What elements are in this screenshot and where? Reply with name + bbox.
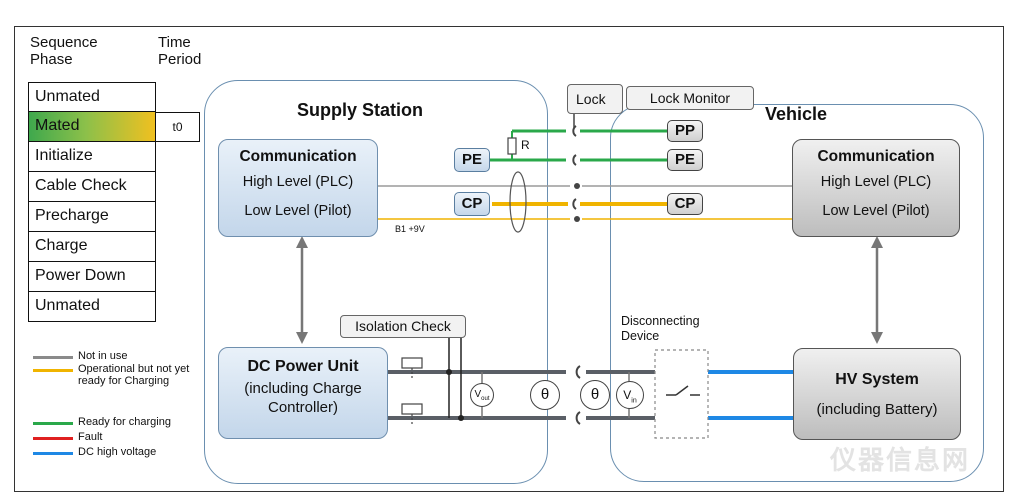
supply-high-level-label: High Level (PLC): [242, 174, 354, 190]
legend-label: Operational but not yet ready for Chargi…: [78, 363, 190, 387]
hv-system-box: HV System (including Battery): [793, 348, 961, 440]
vehicle-high-level-label: High Level (PLC): [820, 174, 932, 190]
resistor-symbol: [507, 137, 517, 155]
phase-row: Unmated: [28, 292, 156, 322]
supply-station-outline: [204, 80, 548, 484]
supply-cp-pin: CP: [454, 192, 490, 216]
isolation-check-label: Isolation Check: [340, 315, 466, 338]
connector-cp: [572, 198, 577, 210]
cable-bundle-ellipse: [509, 171, 527, 233]
sequence-table: Unmated Mated Initialize Cable Check Pre…: [28, 82, 156, 322]
phase-row: Cable Check: [28, 172, 156, 202]
dc-power-unit-subtitle-2: Controller): [267, 399, 339, 416]
contactor-minus: [401, 403, 423, 415]
contactor-plus: [401, 357, 423, 369]
connector-plc: [574, 183, 580, 189]
time-period-header: Time Period: [158, 34, 202, 68]
vehicle-cp-pin: CP: [667, 193, 703, 215]
connector-pe: [572, 154, 577, 166]
supply-pe-pin: PE: [454, 148, 490, 172]
legend-swatch-fault: [33, 437, 73, 440]
vehicle-low-level-label: Low Level (Pilot): [822, 203, 930, 219]
legend-label: DC high voltage: [78, 446, 157, 458]
pilot-voltage-note: B1 +9V: [395, 224, 425, 234]
legend-label: Not in use: [78, 350, 128, 362]
vout-meter-sub: out: [481, 396, 490, 402]
theta-sensor-supply: θ: [530, 380, 560, 410]
dc-power-unit-subtitle: (including Charge: [244, 380, 362, 397]
supply-communication-title: Communication: [239, 148, 357, 165]
dc-connector-minus: [575, 411, 581, 425]
phase-row: Initialize: [28, 142, 156, 172]
vehicle-title: Vehicle: [765, 104, 828, 124]
vin-meter: Vin: [616, 381, 644, 409]
phase-row: Power Down: [28, 262, 156, 292]
supply-low-level-label: Low Level (Pilot): [244, 203, 352, 219]
legend-swatch-not-in-use: [33, 356, 73, 359]
watermark-text: 仪器信息网: [830, 445, 971, 475]
vout-meter-label: V: [474, 389, 482, 400]
legend-label: Ready for charging: [78, 416, 171, 428]
vehicle-outline: [610, 104, 984, 482]
legend-swatch-operational: [33, 369, 73, 372]
lock-label: Lock: [567, 84, 623, 114]
connector-pp: [572, 125, 577, 137]
vehicle-communication-title: Communication: [817, 148, 935, 165]
vin-meter-label: V: [623, 388, 632, 402]
phase-row: Precharge: [28, 202, 156, 232]
phase-row-active: Mated: [28, 112, 156, 142]
disconnecting-device-box: [654, 349, 709, 439]
disconnecting-device-label: Disconnecting Device: [621, 314, 700, 343]
hv-system-title: HV System: [835, 371, 919, 388]
supply-station-title: Supply Station: [297, 100, 423, 120]
vout-meter: Vout: [470, 383, 494, 407]
lock-monitor-label: Lock Monitor: [626, 86, 754, 110]
vehicle-pe-pin: PE: [667, 149, 703, 171]
vehicle-communication-box: Communication High Level (PLC) Low Level…: [792, 139, 960, 237]
vehicle-pp-pin: PP: [667, 120, 703, 142]
vin-meter-sub: in: [631, 397, 637, 405]
legend-swatch-ready: [33, 422, 73, 425]
dc-power-unit-box: DC Power Unit (including Charge Controll…: [218, 347, 388, 439]
supply-communication-box: Communication High Level (PLC) Low Level…: [218, 139, 378, 237]
legend-swatch-dc-hv: [33, 452, 73, 455]
hv-system-subtitle: (including Battery): [816, 401, 938, 418]
phase-row: Unmated: [28, 82, 156, 112]
dc-connector-plus: [575, 365, 581, 379]
phase-row: Charge: [28, 232, 156, 262]
connector-pilot: [574, 216, 580, 222]
sequence-phase-header: Sequence Phase: [30, 34, 98, 68]
legend-label: Fault: [78, 431, 103, 443]
time-period-cell: t0: [156, 112, 200, 142]
dc-power-unit-title: DC Power Unit: [247, 358, 359, 375]
theta-sensor-vehicle: θ: [580, 380, 610, 410]
resistor-label: R: [521, 138, 530, 152]
